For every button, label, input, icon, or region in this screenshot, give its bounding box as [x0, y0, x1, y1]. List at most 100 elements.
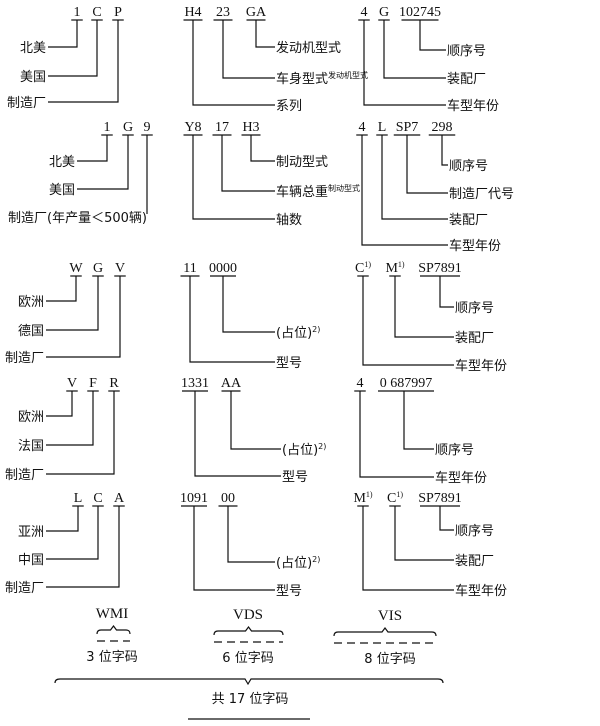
field-label: 制造厂代号: [449, 187, 514, 202]
code-segment: A: [114, 491, 125, 506]
connector-line: [381, 135, 448, 220]
field-label: 美国: [49, 183, 75, 198]
connector-line: [222, 276, 275, 333]
code-segment: G: [123, 120, 133, 135]
code-segment: 0000: [209, 261, 237, 276]
section-name: VIS: [378, 608, 402, 624]
field-label: 制动型式: [276, 155, 328, 170]
field-label: 顺序号: [447, 44, 486, 59]
connector-line: [77, 135, 129, 190]
code-segment: 4: [359, 120, 366, 135]
field-label: 顺序号: [455, 301, 494, 316]
section-count: 3 位字码: [86, 650, 137, 665]
field-label: 发动机型式: [276, 40, 341, 56]
field-label: 制造厂: [5, 581, 44, 596]
connector-line: [46, 276, 121, 358]
field-label: 车型年份: [447, 98, 499, 114]
field-label: 车身型式发动机型式: [276, 70, 368, 87]
footnote-marker: 2): [312, 325, 320, 334]
code-segment: C1): [355, 260, 371, 276]
connector-line: [46, 506, 120, 588]
code-segment: L: [74, 491, 83, 506]
field-label: 美国: [20, 70, 46, 85]
code-segment: R: [109, 376, 119, 391]
code-segment: AA: [221, 376, 242, 391]
field-label: 德国: [18, 324, 44, 339]
connector-line: [362, 276, 454, 366]
code-segment: SP7891: [418, 491, 462, 506]
field-label: 法国: [18, 439, 44, 454]
footnote-marker: 2): [318, 442, 326, 451]
field-label: 车型年份: [455, 358, 507, 374]
connector-line: [193, 506, 275, 591]
footnote-marker: 发动机型式: [328, 70, 368, 80]
code-segment: M1): [385, 260, 404, 276]
field-label: 车辆总重制动型式: [276, 183, 360, 200]
connector-line: [394, 276, 454, 338]
code-segment: 00: [221, 491, 235, 506]
field-label: 顺序号: [455, 524, 494, 539]
section-count: 6 位字码: [222, 651, 273, 666]
connector-line: [46, 506, 79, 532]
code-segment: 102745: [399, 5, 441, 20]
connector-line: [46, 391, 73, 417]
field-label: 亚洲: [18, 525, 44, 540]
connector-line: [383, 20, 446, 79]
connector-line: [48, 20, 78, 48]
field-label: 顺序号: [435, 443, 474, 458]
field-label: 型号: [282, 470, 308, 485]
connector-line: [406, 135, 448, 194]
footnote-marker: 2): [312, 555, 320, 564]
connector-line: [48, 20, 98, 77]
field-label: 制造厂: [5, 468, 44, 483]
connector-line: [363, 20, 446, 106]
code-segment: C1): [387, 490, 403, 506]
connector-line: [227, 506, 275, 563]
field-label: 车型年份: [449, 238, 501, 254]
connector-line: [255, 20, 275, 48]
footnote-marker: 1): [398, 260, 405, 269]
field-label: 型号: [276, 584, 302, 599]
code-segment: V: [115, 261, 125, 276]
code-segment: 1: [74, 5, 81, 20]
connector-line: [394, 506, 454, 561]
connector-line: [361, 135, 448, 246]
field-label: (占位)2): [276, 555, 320, 571]
code-segment: 4: [361, 5, 368, 20]
connector-line: [439, 276, 454, 308]
footnote-marker: 1): [396, 490, 403, 499]
field-label: 欧洲: [18, 295, 44, 310]
field-label: 型号: [276, 356, 302, 371]
section-name: WMI: [96, 606, 129, 622]
code-segment: W: [69, 261, 83, 276]
code-segment: L: [378, 120, 387, 135]
field-label: 装配厂: [455, 554, 494, 569]
code-segment: F: [89, 376, 97, 391]
connector-line: [46, 391, 94, 446]
field-label: 制造厂(年产量＜500辆): [8, 211, 147, 226]
connector-line: [46, 276, 99, 331]
code-segment: SP7891: [418, 261, 462, 276]
brace-icon: [96, 625, 131, 635]
connector-line: [192, 135, 275, 220]
connector-line: [194, 391, 281, 477]
code-segment: G: [379, 5, 389, 20]
field-label: (占位)2): [282, 442, 326, 458]
section-name: VDS: [233, 607, 263, 623]
field-label: (占位)2): [276, 325, 320, 341]
connector-line: [250, 135, 275, 162]
code-segment: GA: [246, 5, 267, 20]
code-segment: 4: [357, 376, 364, 391]
